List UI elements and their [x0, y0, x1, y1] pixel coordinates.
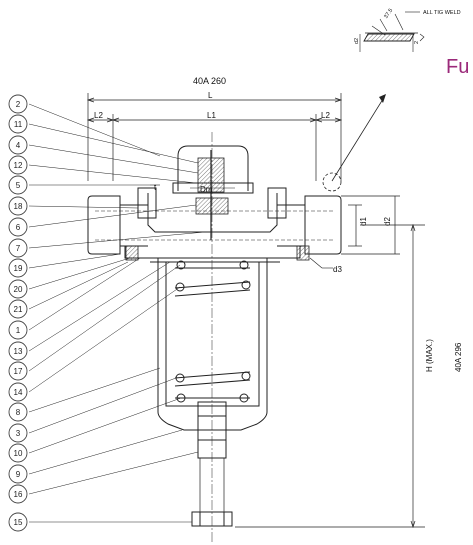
dimension-L2-right-label: L2	[321, 111, 330, 120]
callout-1: 1	[8, 320, 28, 340]
weld-note-label: ALL TIG WELD	[423, 10, 461, 16]
callout-number: 13	[14, 347, 23, 356]
dimension-L2-left-label: L2	[94, 111, 103, 120]
callout-circle	[8, 299, 28, 319]
weld-detail: 37.5 ALL TIG WELD d2 2	[354, 8, 461, 52]
callout-number: 20	[14, 285, 23, 294]
callout-13: 13	[8, 341, 28, 361]
spring-top	[174, 260, 251, 297]
weld-thickness-label: 2	[414, 41, 420, 44]
callout-12: 12	[8, 155, 28, 175]
callout-number: 12	[14, 161, 23, 170]
callout-number: 4	[16, 141, 21, 150]
callout-number: 5	[16, 181, 21, 190]
callout-circle	[8, 484, 28, 504]
callout-17: 17	[8, 361, 28, 381]
callout-circle	[8, 341, 28, 361]
weld-d2-label: d2	[354, 38, 360, 44]
dimension-H-label: H (MAX.)	[425, 339, 434, 372]
callout-19: 19	[8, 258, 28, 278]
callout-circle	[8, 155, 28, 175]
weld-angle-label: 37.5	[383, 8, 394, 20]
dimension-L-label: L	[208, 91, 213, 100]
callout-5: 5	[8, 175, 28, 195]
dimension-L1-label: L1	[207, 111, 216, 120]
bolt-left-section	[125, 245, 139, 261]
callout-14: 14	[8, 382, 28, 402]
callout-circle	[8, 361, 28, 381]
callout-circle	[8, 423, 28, 443]
dimension-d2-label: d2	[383, 217, 392, 226]
callout-6: 6	[8, 217, 28, 237]
callout-number: 2	[16, 100, 21, 109]
bolt-right-section	[296, 245, 310, 261]
callout-circle	[8, 238, 28, 258]
callout-number: 3	[16, 429, 21, 438]
callout-number: 10	[14, 449, 23, 458]
callout-20: 20	[8, 279, 28, 299]
callout-7: 7	[8, 238, 28, 258]
dimension-t-label: t	[154, 183, 157, 192]
callout-number: 17	[14, 367, 23, 376]
callout-number: 18	[14, 202, 23, 211]
callout-number: 15	[14, 518, 23, 527]
callout-circle	[8, 279, 28, 299]
callout-15: 15	[8, 512, 28, 532]
accent-heading: Fu	[446, 56, 469, 78]
dimension-L	[86, 93, 343, 181]
callout-4: 4	[8, 135, 28, 155]
callout-leaders	[28, 103, 206, 523]
callout-8: 8	[8, 402, 28, 422]
callout-16: 16	[8, 484, 28, 504]
spring-housing	[150, 258, 280, 431]
callout-circle	[8, 94, 28, 114]
callout-number: 6	[16, 223, 21, 232]
callout-number: 1	[16, 326, 21, 335]
callout-circle	[8, 402, 28, 422]
spring-bottom	[174, 371, 251, 403]
weld-detail-circle	[322, 172, 342, 192]
callout-number: 7	[16, 244, 21, 253]
callout-circle	[8, 464, 28, 484]
callout-number: 21	[14, 305, 23, 314]
callout-circle	[8, 258, 28, 278]
callout-circle	[8, 217, 28, 237]
callout-number: 16	[14, 490, 23, 499]
callout-circle	[8, 135, 28, 155]
callout-number: 9	[16, 470, 21, 479]
callout-circle	[8, 175, 28, 195]
dimension-d1-label: d1	[359, 217, 368, 226]
dimension-Dm-label: Dm	[200, 185, 213, 194]
callout-3: 3	[8, 423, 28, 443]
callout-number: 8	[16, 408, 21, 417]
callout-number: 14	[14, 388, 23, 397]
dimension-H-value: 40A 296	[454, 342, 463, 372]
model-length-label: 40A 260	[193, 76, 226, 86]
callout-number: 11	[14, 120, 23, 129]
dimension-H	[235, 223, 425, 529]
callout-11: 11	[8, 114, 28, 134]
callout-circle	[8, 114, 28, 134]
callout-circle	[8, 443, 28, 463]
dimension-L2-right	[314, 117, 343, 123]
callout-number: 19	[14, 264, 23, 273]
callout-21: 21	[8, 299, 28, 319]
callout-circle	[8, 320, 28, 340]
dimension-L2-left	[86, 117, 115, 123]
callout-2: 2	[8, 94, 28, 114]
callout-18: 18	[8, 196, 28, 216]
callout-circle	[8, 512, 28, 532]
callout-10: 10	[8, 443, 28, 463]
weld-leader	[331, 98, 384, 182]
dimension-d3-label: d3	[333, 265, 342, 274]
callout-circle	[8, 196, 28, 216]
callout-circle	[8, 382, 28, 402]
callout-9: 9	[8, 464, 28, 484]
